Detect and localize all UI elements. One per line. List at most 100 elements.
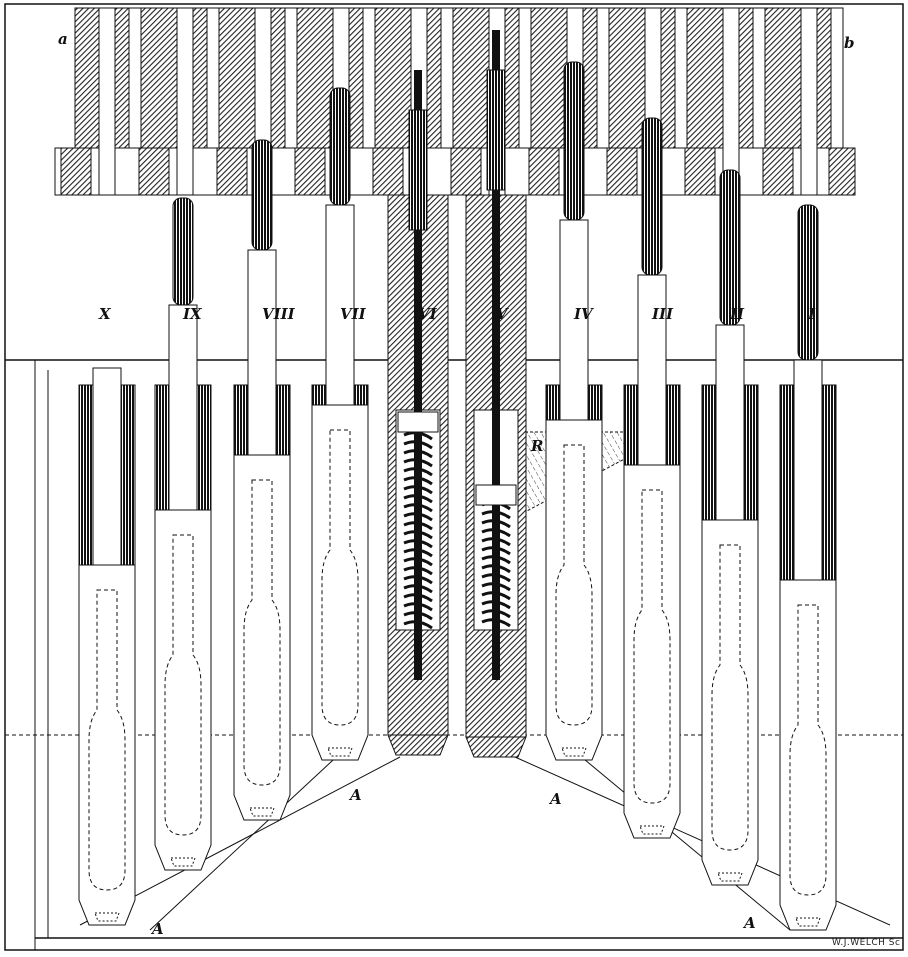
tube-body [78,564,136,926]
punch-tip [329,87,351,206]
tube-tip-dashed [94,912,120,922]
station-label: III [652,305,674,323]
region-label-r: R [531,437,544,455]
station-label: II [730,305,745,323]
tube-tip-dashed [170,857,196,867]
cross-block [397,411,439,433]
station-label: VII [340,305,366,323]
station-label: X [99,305,111,323]
shell-outline-dashed [164,534,202,836]
tube-body [623,464,681,839]
line-label-a2: A [550,790,562,808]
line-label-a3: A [152,920,164,938]
die-slot [284,7,298,149]
sleeve-left [701,384,717,521]
die-block-square [450,147,482,196]
die-upper [74,7,841,149]
station-iii [623,117,681,839]
die-slot [362,7,376,149]
station-label: IV [574,305,593,323]
sleeve-right [743,384,759,521]
station-label: I [808,305,816,323]
outer-border [4,3,904,951]
sleeve-left [779,384,795,581]
sleeve-left [623,384,639,466]
stations [78,30,837,931]
die-bore [800,7,818,196]
station-label: IX [183,305,202,323]
shell-outline-dashed [243,479,281,786]
engraver-signature: W.J.WELCH Sc [832,938,901,948]
cam-line-left-2 [149,734,361,931]
punch-stem [637,274,667,466]
station-vi [387,70,449,756]
sleeve-right [821,384,837,581]
die-label-a: a [58,30,68,48]
die-slot [440,7,454,149]
station-vii [311,87,369,761]
die-block-square [216,147,248,196]
station-viii [233,139,291,821]
station-i [779,204,837,931]
punch-stem [325,204,355,406]
tube-body [779,579,837,931]
die-block-square [372,147,404,196]
punch-tip [251,139,273,251]
sleeve-right [665,384,681,466]
punch-tip [563,61,585,221]
tube-body [545,419,603,761]
die-bore [98,7,116,196]
die-block-square [762,147,794,196]
tube-tip-dashed [639,825,665,835]
tube-tip-dashed [561,747,587,757]
station-iv [545,61,603,761]
tube-tip-dashed [249,807,275,817]
sleeve-left [545,384,561,421]
station-ix [154,197,212,871]
plunger-rod [414,70,422,680]
station-v [465,30,527,758]
station-label: VIII [262,305,295,323]
shell-outline-dashed [321,429,359,726]
shell-outline-dashed [88,589,126,891]
die-slot [596,7,610,149]
tube-body [311,404,369,761]
plunger-head [408,109,428,231]
die-slot [830,7,844,149]
station-ii [701,169,759,886]
sleeve-right [196,384,212,511]
die-slot [128,7,142,149]
cross-block [475,484,517,506]
punch-stem [793,359,823,581]
sleeve-right [275,384,291,456]
die-slot [518,7,532,149]
station-label: VI [418,305,437,323]
punch-stem [247,249,277,456]
die-block-square [60,147,92,196]
sleeve-right [587,384,603,421]
shell-outline-dashed [555,444,593,726]
sleeve-left [154,384,170,511]
die-block-square [684,147,716,196]
sleeve-left [233,384,249,456]
shell-outline-dashed [633,489,671,804]
sleeve-right [120,384,136,566]
shell-outline-dashed [711,544,749,851]
tube-body [154,509,212,871]
line-label-a1: A [350,786,362,804]
shell-outline-dashed [789,604,827,896]
die-slot [752,7,766,149]
punch-stem [715,324,745,521]
housing-tip [387,734,449,756]
die-block [54,7,856,196]
die-label-b: b [844,34,855,52]
die-block-square [294,147,326,196]
punch-tip [172,197,194,306]
tube-tip-dashed [717,872,743,882]
die-bore [722,7,740,196]
punch-stem [92,367,122,566]
die-slot [206,7,220,149]
tube-body [233,454,291,821]
